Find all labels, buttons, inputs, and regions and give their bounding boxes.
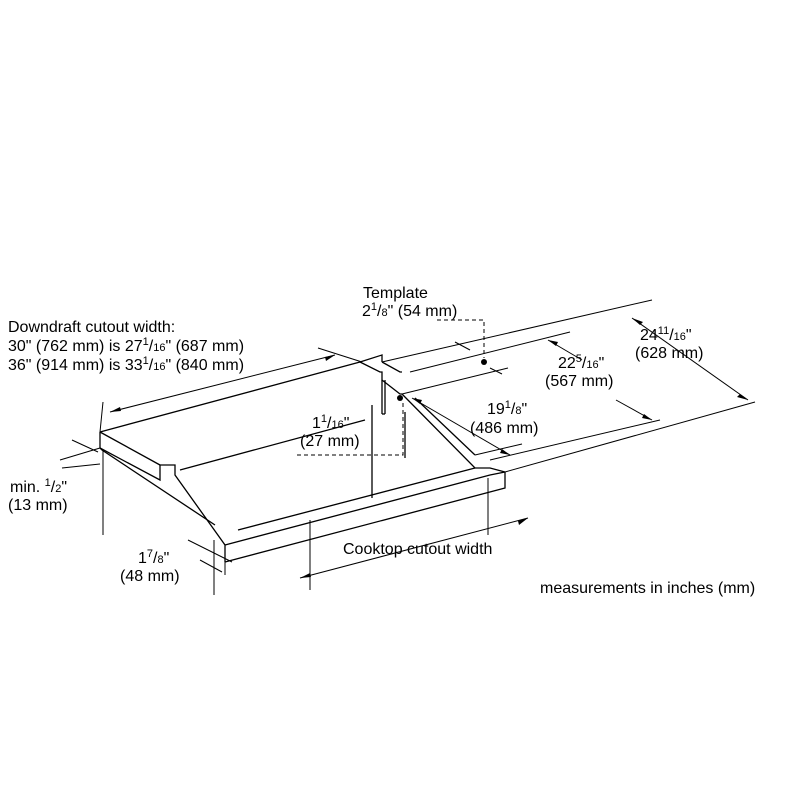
dim-1-1-16-label: 11/16"	[312, 413, 349, 432]
dim-min-half-lines	[59, 439, 104, 535]
downdraft-30-line: 30" (762 mm) is 271/16" (687 mm)	[8, 336, 244, 355]
template-dim-label: 21/8" (54 mm)	[362, 301, 457, 320]
inner-back-line	[179, 419, 366, 471]
dim-1-1-16-lines	[297, 395, 404, 456]
downdraft-slot	[359, 361, 402, 395]
dim-1-7-8-lines	[187, 539, 233, 595]
downdraft-36-line: 36" (914 mm) is 331/16" (840 mm)	[8, 355, 244, 374]
cooktop-width-lines	[299, 478, 529, 590]
left-rail-inner	[99, 447, 216, 526]
front-edge-lower	[224, 472, 506, 563]
measurements-footnote: measurements in inches (mm)	[540, 580, 755, 597]
template-point	[481, 359, 487, 365]
dim-19-mm: (486 mm)	[470, 420, 538, 437]
dim-24-mm: (628 mm)	[635, 345, 703, 362]
left-rail	[99, 432, 226, 562]
dim-1-7-8-mm: (48 mm)	[120, 568, 180, 585]
dim-22-label: 225/16"	[558, 353, 604, 372]
dim-24-label: 2411/16"	[640, 325, 692, 344]
back-edge	[99, 354, 383, 433]
dim-22-lines	[409, 331, 661, 461]
cooktop-width-label: Cooktop cutout width	[343, 541, 492, 558]
template-title: Template	[363, 285, 428, 302]
right-rail-inner	[414, 397, 476, 456]
dim-19-label: 191/8"	[487, 399, 527, 418]
front-edge	[224, 471, 506, 546]
dim-min-half-label: min. 1/2"	[10, 477, 67, 496]
dim-min-half-mm: (13 mm)	[8, 497, 68, 514]
dim-1-1-16-mm: (27 mm)	[300, 433, 360, 450]
downdraft-slot-inner	[381, 361, 402, 373]
dim-24-lines	[381, 299, 756, 473]
left-rail-top	[99, 431, 161, 466]
dim-19-lines	[401, 367, 523, 456]
template-dimension	[437, 319, 503, 375]
right-rail	[401, 393, 506, 473]
dim-1-7-8-label: 17/8"	[138, 548, 169, 567]
cutout-outline	[99, 354, 506, 563]
dim-22-mm: (567 mm)	[545, 373, 613, 390]
downdraft-heading: Downdraft cutout width:	[8, 319, 175, 336]
front-inner-edge	[237, 467, 476, 531]
downdraft-width-dimension	[99, 347, 363, 433]
